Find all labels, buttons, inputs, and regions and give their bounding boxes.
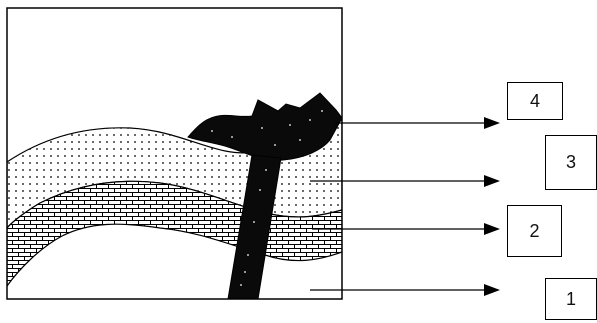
arrow-4-head	[484, 117, 500, 129]
label-box-4: 4	[507, 82, 563, 120]
arrow-3-head	[484, 175, 500, 187]
arrow-1-head	[484, 284, 500, 296]
label-box-3: 3	[545, 135, 597, 190]
arrowheads	[484, 117, 500, 296]
arrow-2-head	[484, 223, 500, 235]
label-box-1: 1	[545, 278, 597, 320]
label-box-2: 2	[507, 205, 562, 257]
